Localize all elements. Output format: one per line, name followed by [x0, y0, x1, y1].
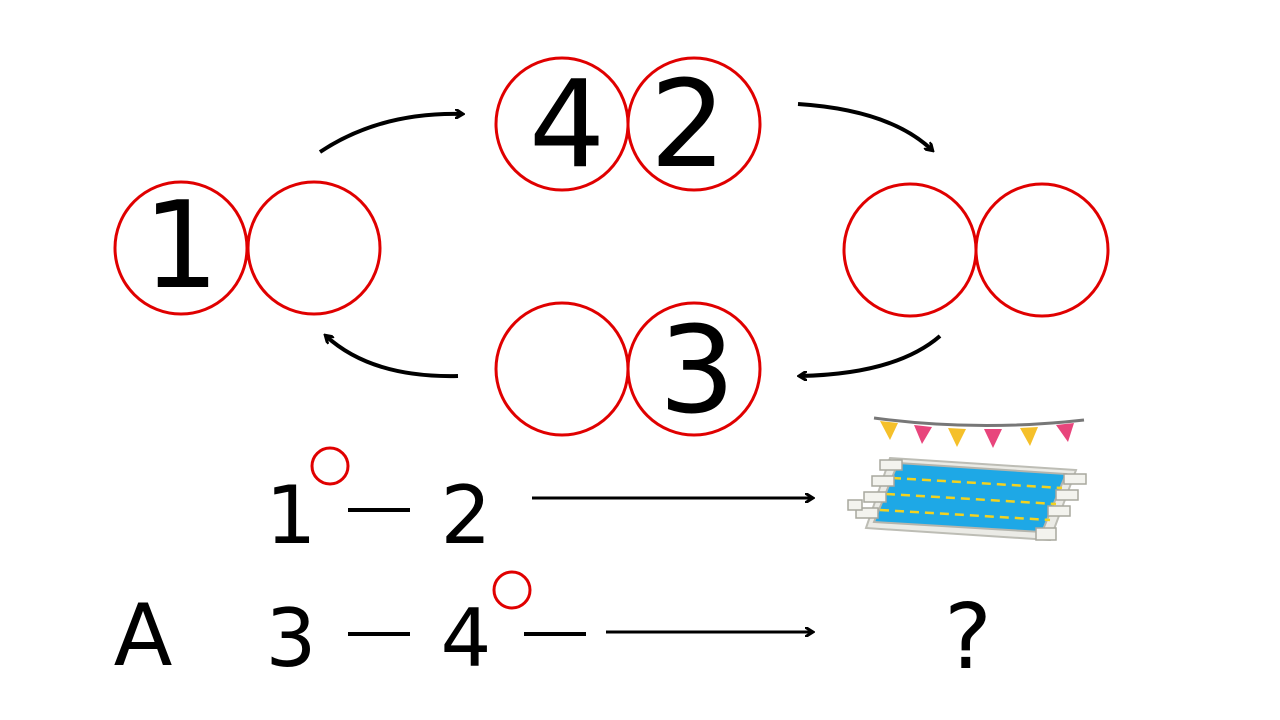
clue2-red-mark: [492, 570, 532, 610]
bottom-right-circle: [626, 301, 762, 437]
top-right-circle: [626, 56, 762, 192]
clue2-first-number: 3: [266, 592, 317, 685]
clue1-first-number: 1: [266, 469, 317, 562]
clue2-answer-question-mark: ?: [944, 585, 992, 690]
right-left-circle: [842, 182, 978, 318]
arrow-right-to-bottom: [800, 334, 942, 376]
bottom-circle-pair: 3: [494, 301, 762, 441]
clue2-second-number: 4: [441, 592, 492, 685]
arrow-top-to-right: [797, 102, 932, 150]
right-circle-pair: [842, 182, 1110, 318]
bottom-left-circle: [494, 301, 630, 437]
left-left-digit: 1: [143, 177, 219, 316]
top-right-digit: 2: [650, 56, 726, 195]
right-right-circle: [974, 182, 1110, 318]
top-left-digit: 4: [529, 56, 605, 195]
arrow-left-to-top: [318, 114, 462, 154]
top-circle-pair: 4 2: [494, 56, 762, 195]
left-right-circle: [246, 180, 382, 316]
clue1-second-number: 2: [441, 469, 492, 562]
clue2-label: A: [114, 586, 173, 686]
arrow-bottom-to-left: [326, 336, 459, 379]
bottom-right-digit: 3: [659, 302, 735, 441]
clue-row-2: A 3 4 ?: [114, 570, 992, 690]
clue-row-1: 1 2: [266, 446, 812, 562]
clue1-red-mark: [310, 446, 350, 486]
left-circle-pair: 1: [113, 177, 382, 316]
swimming-pool-icon: [847, 416, 1087, 542]
